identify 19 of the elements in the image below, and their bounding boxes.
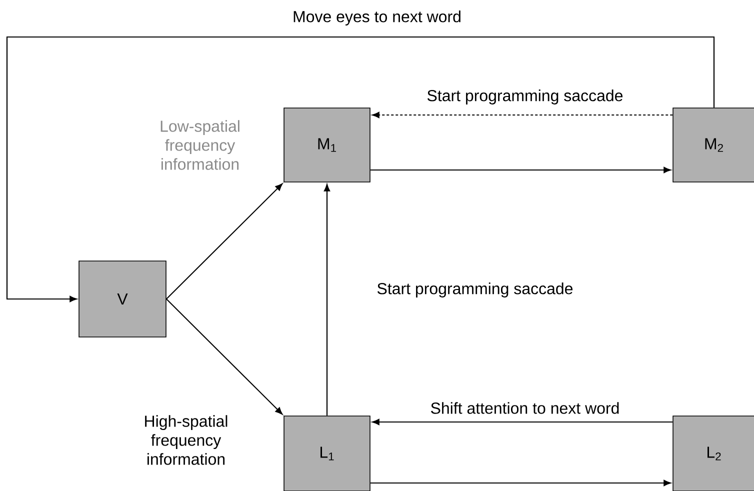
edge-label: Move eyes to next word — [292, 10, 462, 26]
process-box: L$_{1}$ — [284, 416, 370, 491]
arrow — [370, 480, 671, 486]
edge-label: Shift attention to next word — [429, 401, 621, 415]
arrow — [372, 418, 673, 426]
process-box: M$_{2}$ — [672, 108, 754, 182]
edge-label: Start programming saccade — [376, 282, 574, 298]
process-box: V — [78, 260, 166, 338]
process-box: M$_{1}$ — [284, 108, 370, 182]
edge-label: Low-spatial frequency information — [144, 119, 256, 171]
arrow — [370, 166, 671, 174]
edge-label: High-spatial frequency information — [130, 414, 242, 466]
arrow — [166, 183, 283, 300]
arrow — [6, 36, 715, 302]
arrow — [324, 184, 330, 416]
edge-label: Start programming saccade — [426, 88, 624, 106]
process-box: L$_{2}$ — [672, 416, 754, 491]
arrow — [372, 112, 673, 118]
arrow — [166, 298, 283, 415]
